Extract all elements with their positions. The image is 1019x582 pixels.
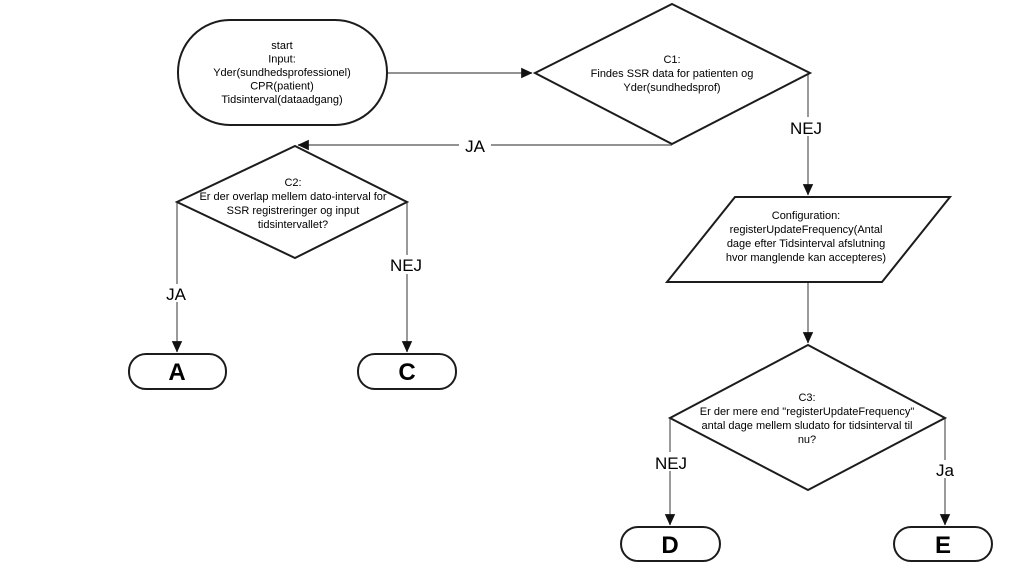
config-io-text-line: registerUpdateFrequency(Antal <box>730 224 883 236</box>
start-node-shape <box>177 19 388 126</box>
edge-label-c1-c2: JA <box>465 137 486 156</box>
terminal-e-shape <box>893 526 993 562</box>
config-io-text-line: Configuration: <box>772 210 841 222</box>
start-node-text-line: Tidsinterval(dataadgang) <box>221 94 342 106</box>
decision-c2-shape <box>174 144 410 260</box>
edge-label-bg <box>459 136 491 154</box>
decision-c1-text-line: Yder(sundhedsprof) <box>623 82 720 94</box>
decision-c2-text-line: C2: <box>284 177 301 189</box>
terminal-d: D <box>620 526 721 562</box>
start-node-text-line: Input: <box>268 54 296 66</box>
edge-label-c3-d: NEJ <box>655 454 687 473</box>
decision-c1-text-line: Findes SSR data for patienten og <box>591 68 754 80</box>
terminal-d-shape <box>620 526 721 562</box>
edge-label-c3-e: Ja <box>936 461 955 480</box>
start-node-text-line: start <box>271 40 292 52</box>
edge-label-bg <box>385 255 427 274</box>
decision-c2-text-line: tidsintervallet? <box>258 219 328 231</box>
decision-c2: C2: Er der overlap mellem dato-interval … <box>174 144 410 260</box>
terminal-a-shape <box>128 353 227 390</box>
start-node-text-line: CPR(patient) <box>250 81 314 93</box>
decision-c1-shape <box>532 2 813 146</box>
config-io-text-line: hvor manglende kan accepteres) <box>726 252 886 264</box>
edge-label-c2-c: NEJ <box>390 256 422 275</box>
config-io-shape <box>664 196 953 283</box>
decision-c1-text-line: C1: <box>663 54 680 66</box>
decision-c3: C3: Er der mere end "registerUpdateFrequ… <box>667 343 948 492</box>
terminal-d-label: D <box>661 532 678 559</box>
edge-label-bg <box>650 452 692 471</box>
decision-c3-text-line: antal dage mellem sludato for tidsinterv… <box>702 420 913 432</box>
terminal-e: E <box>893 526 993 562</box>
config-io-text-line: dage efter Tidsinterval afslutning <box>727 238 885 250</box>
terminal-c-shape <box>357 353 457 390</box>
terminal-e-label: E <box>935 532 951 559</box>
decision-c1: C1: Findes SSR data for patienten og Yde… <box>532 2 813 146</box>
decision-c2-text-line: Er der overlap mellem dato-interval for <box>199 191 386 203</box>
terminal-c: C <box>357 353 457 390</box>
terminal-c-label: C <box>398 359 415 386</box>
start-node-text-line: Yder(sundhedsprofessionel) <box>213 67 351 79</box>
edge-label-bg <box>785 117 827 136</box>
edge-label-bg <box>160 284 192 302</box>
decision-c3-text-line: Er der mere end "registerUpdateFrequency… <box>700 406 915 418</box>
edge-label-c2-a: JA <box>166 285 187 304</box>
edge-label-bg <box>932 460 958 478</box>
decision-c2-text-line: SSR registreringer og input <box>227 205 360 217</box>
decision-c3-shape <box>667 343 948 492</box>
start-node: start Input: Yder(sundhedsprofessionel) … <box>177 19 388 126</box>
edge-label-c1-config: NEJ <box>790 119 822 138</box>
terminal-a-label: A <box>168 359 185 386</box>
decision-c3-text-line: nu? <box>798 434 816 446</box>
decision-c3-text-line: C3: <box>798 392 815 404</box>
terminal-a: A <box>128 353 227 390</box>
config-io-node: Configuration: registerUpdateFrequency(A… <box>664 196 953 283</box>
